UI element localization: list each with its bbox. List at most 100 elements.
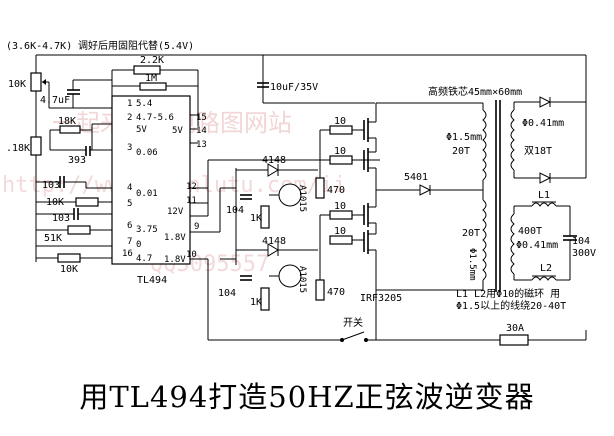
resistor-18k-label: 18K [58, 116, 76, 127]
mosfet-lower-pair [363, 190, 377, 290]
resistor-1k-bottom [260, 287, 270, 311]
svg-text:5: 5 [127, 199, 132, 209]
mosfet-label: IRF3205 [360, 293, 402, 304]
gate-resistor-4 [329, 235, 353, 245]
rings-note-line1: L1 L2用Φ10的磁环 用 [456, 287, 560, 300]
resistor-51k-label: 51K [44, 233, 62, 244]
gate-resistor-4-label: 10 [334, 226, 346, 237]
resistor-1k-top-label: 1K [250, 213, 262, 224]
primary-top-turns-label: 20T [452, 146, 470, 157]
svg-text:10: 10 [186, 250, 197, 260]
resistor-10k-b [57, 253, 81, 263]
svg-text:5V: 5V [172, 126, 183, 136]
svg-text:5.4: 5.4 [136, 99, 152, 109]
cap-104-top-label: 104 [226, 205, 244, 216]
svg-text:7: 7 [127, 237, 132, 247]
rings-note-line2: Φ1.5以上的线绕20-40T [456, 299, 566, 312]
svg-text:0.06: 0.06 [136, 148, 158, 158]
gate-resistor-1-label: 10 [334, 116, 346, 127]
cap-10uf-label: 10uF/35V [270, 82, 318, 93]
svg-text:6: 6 [127, 221, 132, 231]
cap-103-b-label: 103 [52, 213, 70, 224]
inductor-l2-label: L2 [540, 263, 552, 274]
gate-resistor-2 [329, 155, 353, 165]
resistor-10k-a [75, 197, 99, 207]
ic-tl494-label: TL494 [137, 275, 167, 286]
svg-text:1: 1 [127, 99, 132, 109]
inductor-l1 [531, 202, 557, 207]
resistor-2-2k-label: 2.2K [140, 55, 164, 66]
mosfet-upper-pair [363, 103, 377, 190]
cap-104-bottom-label: 104 [218, 288, 236, 299]
resistor-51k [67, 225, 91, 235]
ic-right-pins: 15 14 5V 13 12 11 12V 9 1.8V 10 1.8V [164, 113, 207, 265]
pot-replace-note: 调好后用固阻代替(5.4V) [78, 39, 194, 52]
transistor-a1015-bottom-label: A1015 [297, 266, 307, 293]
secondary-winding-top [510, 109, 515, 171]
svg-text:12: 12 [186, 182, 197, 192]
fuse-30a-label: 30A [506, 323, 524, 334]
resistor-470-bottom [315, 279, 325, 301]
power-switch-label: 开关 [343, 316, 363, 329]
svg-text:11: 11 [186, 196, 197, 206]
pot-range-note: (3.6K-4.7K) [6, 41, 72, 52]
inductor-l2 [531, 276, 557, 281]
resistor-470-top-label: 470 [327, 185, 345, 196]
svg-text:13: 13 [196, 140, 207, 150]
power-switch [341, 331, 365, 341]
svg-text:3: 3 [127, 143, 132, 153]
cap-103-a-label: 103 [42, 180, 60, 191]
resistor-18k [59, 125, 81, 134]
cap-output-label: 104 [572, 236, 590, 247]
svg-text:12V: 12V [167, 207, 184, 217]
rectifier-diode-top [539, 96, 552, 108]
output-turns-label: 400T [518, 226, 542, 237]
ic-left-pins: 1 5.4 2 4.7-5.6 5V 3 0.06 4 0.01 5 6 3.7… [122, 99, 174, 264]
svg-text:0.01: 0.01 [136, 189, 158, 199]
resistor-10k-b-label: 10K [60, 264, 78, 275]
output-wire-label: Φ0.41mm [516, 240, 558, 251]
pot-10k [30, 72, 42, 92]
primary-top-wire-label: Φ1.5mm [446, 132, 482, 143]
resistor-1m [139, 82, 167, 91]
svg-text:2: 2 [127, 113, 132, 123]
diode-5401 [419, 184, 432, 196]
transistor-a1015-top-label: A1015 [297, 185, 307, 212]
svg-text:4: 4 [127, 183, 132, 193]
secondary-wire-label: Φ0.41mm [522, 118, 564, 129]
resistor-1k-bottom-label: 1K [250, 297, 262, 308]
svg-text:1.8V: 1.8V [164, 233, 186, 243]
svg-text:1.8V: 1.8V [164, 255, 186, 265]
rectifier-diode-bottom [539, 172, 552, 184]
diode-5401-label: 5401 [404, 172, 428, 183]
resistor-1k-top [260, 205, 270, 229]
svg-text:4.7-5.6: 4.7-5.6 [136, 113, 174, 123]
inductor-l1-label: L1 [538, 190, 550, 201]
resistor-470-top [315, 177, 325, 199]
page-title: 用TL494打造50HZ正弦波逆变器 [79, 380, 535, 414]
svg-text:16: 16 [122, 249, 133, 259]
cap-393-label: 393 [68, 155, 86, 166]
gate-resistor-3-label: 10 [334, 201, 346, 212]
gate-resistor-1 [329, 125, 353, 135]
svg-text:0: 0 [136, 240, 141, 250]
gate-resistor-3 [329, 210, 353, 220]
primary-winding-top [482, 109, 487, 181]
cap-4-7uf-label: 4.7uF [40, 95, 70, 106]
svg-text:15: 15 [196, 113, 207, 123]
svg-text:5V: 5V [136, 125, 147, 135]
resistor-470-bottom-label: 470 [327, 287, 345, 298]
ic-tl494 [111, 95, 191, 265]
svg-text:3.75: 3.75 [136, 225, 158, 235]
output-winding [510, 213, 515, 275]
resistor-18k-left [30, 136, 42, 156]
diode-4148-bottom-label: 4148 [262, 236, 286, 247]
gate-resistor-2-label: 10 [334, 146, 346, 157]
svg-text:9: 9 [194, 222, 199, 232]
primary-winding-bottom [482, 199, 487, 281]
fuse-30a [499, 334, 529, 346]
svg-text:4.7: 4.7 [136, 254, 152, 264]
cap-output-voltage-label: 300V [572, 248, 596, 259]
secondary-turns-label: 双18T [524, 145, 552, 157]
